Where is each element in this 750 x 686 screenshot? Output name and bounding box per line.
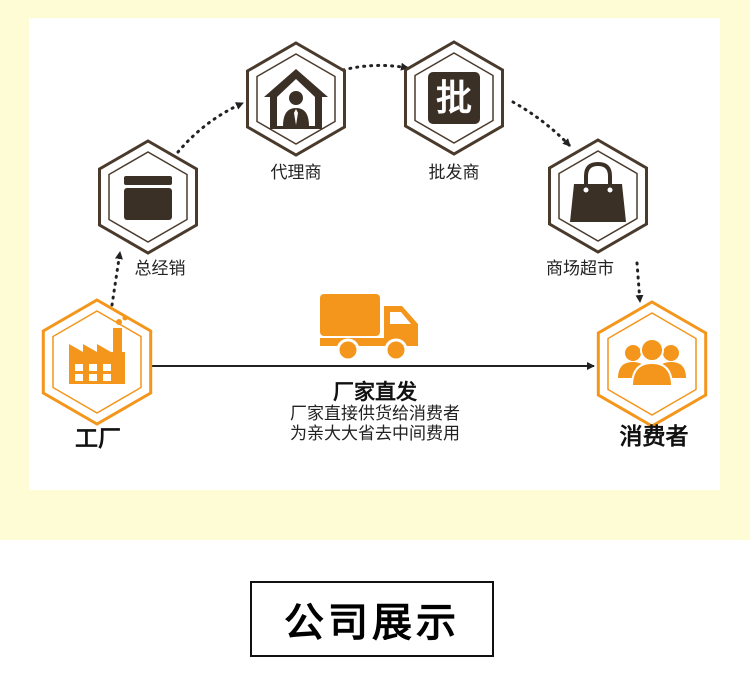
arrow-wholesaler-to-supermarket [511, 100, 572, 148]
shopping-bag-icon [570, 161, 626, 222]
diagram-card [29, 18, 720, 490]
svg-text:批: 批 [436, 78, 472, 119]
label-supermarket: 商场超市 [546, 259, 614, 279]
direct-title: 厂家直发 [333, 380, 417, 404]
arrow-supermarket-to-consumer [635, 261, 644, 304]
section-title-box: 公司展示 [250, 581, 494, 657]
factory-icon [69, 315, 128, 384]
label-agent: 代理商 [270, 163, 322, 183]
label-factory: 工厂 [75, 426, 121, 452]
section-title: 公司展示 [284, 600, 460, 646]
label-general-distributor: 总经销 [134, 259, 186, 279]
node-supermarket [548, 138, 648, 254]
arrow-agent-to-wholesaler [341, 62, 410, 72]
label-wholesaler: 批发商 [428, 163, 480, 183]
node-agent [246, 41, 346, 157]
arrow-distributor-to-agent [176, 101, 245, 154]
node-consumer [596, 300, 708, 428]
label-consumer: 消费者 [619, 424, 689, 450]
truck-icon [320, 294, 418, 362]
people-group-icon [618, 338, 686, 387]
node-wholesaler: 批 [404, 40, 504, 156]
box-icon [124, 176, 172, 220]
arrow-factory-to-distributor [110, 250, 123, 307]
house-person-icon [264, 69, 328, 129]
pi-character-icon: 批 [428, 72, 480, 124]
node-factory [41, 298, 153, 426]
direct-description-line2: 为亲大大省去中间费用 [290, 424, 460, 444]
node-general-distributor [98, 139, 198, 255]
direct-description-line1: 厂家直接供货给消费者 [290, 404, 460, 424]
